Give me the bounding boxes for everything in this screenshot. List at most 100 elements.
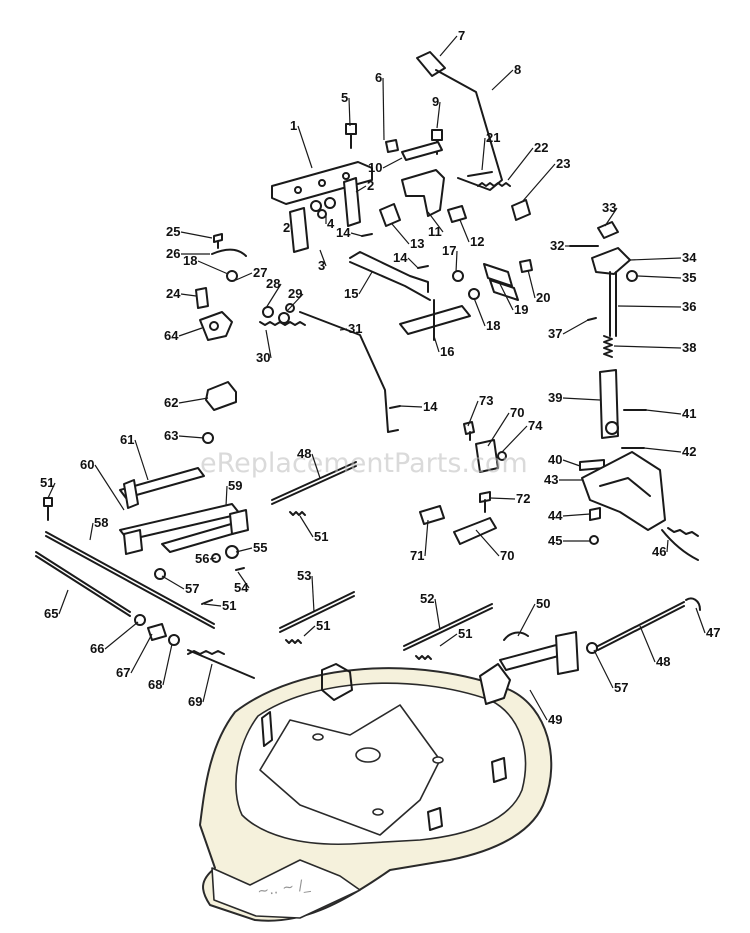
callout-46: 46 xyxy=(652,544,666,559)
leader-line-30 xyxy=(265,329,272,359)
callout-51: 51 xyxy=(40,475,54,490)
leader-line-2 xyxy=(355,185,367,193)
callout-74: 74 xyxy=(528,418,543,433)
watermark-text: eReplacementParts.com xyxy=(200,448,528,479)
callout-71: 71 xyxy=(410,548,424,563)
callout-17: 17 xyxy=(442,243,456,258)
callout-20: 20 xyxy=(536,290,550,305)
callout-61: 61 xyxy=(120,432,134,447)
leader-line-33 xyxy=(604,207,618,227)
leader-line-17 xyxy=(455,250,458,273)
leader-line-9 xyxy=(436,101,441,129)
leader-line-41 xyxy=(645,409,682,415)
callout-19: 19 xyxy=(514,302,528,317)
callout-48: 48 xyxy=(656,654,670,669)
leader-line-51 xyxy=(299,515,314,538)
leader-line-46 xyxy=(666,539,669,553)
leader-line-70 xyxy=(487,412,510,447)
leader-line-51 xyxy=(47,482,56,499)
callout-24: 24 xyxy=(166,286,181,301)
callout-21: 21 xyxy=(486,130,500,145)
right-assembly xyxy=(569,221,699,561)
callout-22: 22 xyxy=(534,140,548,155)
callout-23: 23 xyxy=(556,156,570,171)
leader-line-51 xyxy=(203,603,222,607)
left-parts xyxy=(35,381,255,679)
leader-line-69 xyxy=(202,663,213,703)
callout-51: 51 xyxy=(458,626,472,641)
callout-16: 16 xyxy=(440,344,454,359)
callout-63: 63 xyxy=(164,428,178,443)
callout-69: 69 xyxy=(188,694,202,709)
callout-57: 57 xyxy=(614,680,628,695)
callout-52: 52 xyxy=(420,591,434,606)
leader-line-14 xyxy=(399,405,423,408)
callout-13: 13 xyxy=(410,236,424,251)
callout-39: 39 xyxy=(548,390,562,405)
leader-line-5 xyxy=(348,97,351,127)
callout-1: 1 xyxy=(290,118,297,133)
callout-28: 28 xyxy=(266,276,280,291)
leader-line-44 xyxy=(562,513,591,517)
leader-line-48 xyxy=(639,625,656,663)
callout-43: 43 xyxy=(544,472,558,487)
leader-line-60 xyxy=(94,464,125,511)
leader-line-14 xyxy=(407,257,419,269)
callout-57: 57 xyxy=(185,581,199,596)
leader-line-13 xyxy=(391,223,410,245)
callout-53: 53 xyxy=(297,568,311,583)
leader-line-23 xyxy=(521,163,556,203)
leader-line-16 xyxy=(433,335,440,353)
leader-line-57 xyxy=(161,575,185,590)
callout-27: 27 xyxy=(253,265,267,280)
leader-line-27 xyxy=(235,272,253,281)
leader-line-22 xyxy=(507,147,534,181)
leader-line-49 xyxy=(529,689,548,721)
leader-line-38 xyxy=(613,345,682,349)
callout-12: 12 xyxy=(470,234,484,249)
leader-line-65 xyxy=(58,589,69,615)
callout-14: 14 xyxy=(393,250,408,265)
leader-line-10 xyxy=(382,157,403,169)
leader-line-1 xyxy=(297,125,313,169)
leader-line-62 xyxy=(178,397,209,404)
leader-line-52 xyxy=(434,598,441,631)
callout-66: 66 xyxy=(90,641,104,656)
leader-line-48 xyxy=(311,453,321,479)
callout-70: 70 xyxy=(500,548,514,563)
callout-59: 59 xyxy=(228,478,242,493)
callout-65: 65 xyxy=(44,606,58,621)
leader-line-37 xyxy=(562,319,589,335)
leader-line-3 xyxy=(319,249,327,267)
callout-56: 56 xyxy=(195,551,209,566)
callout-36: 36 xyxy=(682,299,696,314)
callout-41: 41 xyxy=(682,406,696,421)
leader-line-19 xyxy=(499,283,514,311)
callout-47: 47 xyxy=(706,625,720,640)
callout-4: 4 xyxy=(327,216,335,231)
leader-line-72 xyxy=(489,497,516,500)
callout-51: 51 xyxy=(222,598,236,613)
callout-34: 34 xyxy=(682,250,697,265)
leader-line-39 xyxy=(562,397,601,401)
callout-67: 67 xyxy=(116,665,130,680)
callout-18: 18 xyxy=(183,253,197,268)
mower-deck: ~.. ~ /_ xyxy=(199,663,553,922)
callout-40: 40 xyxy=(548,452,562,467)
callout-58: 58 xyxy=(94,515,108,530)
callout-9: 9 xyxy=(432,94,439,109)
callout-31: 31 xyxy=(348,321,362,336)
callout-6: 6 xyxy=(375,70,382,85)
leader-line-29 xyxy=(287,293,304,311)
leader-line-50 xyxy=(517,603,536,637)
callout-70: 70 xyxy=(510,405,524,420)
callout-60: 60 xyxy=(80,457,94,472)
leader-line-61 xyxy=(134,439,149,481)
callout-62: 62 xyxy=(164,395,178,410)
callout-15: 15 xyxy=(344,286,358,301)
leader-line-34 xyxy=(629,257,682,261)
callout-14: 14 xyxy=(423,399,438,414)
callout-3: 3 xyxy=(318,258,325,273)
callout-38: 38 xyxy=(682,340,696,355)
leader-line-8 xyxy=(491,69,514,91)
